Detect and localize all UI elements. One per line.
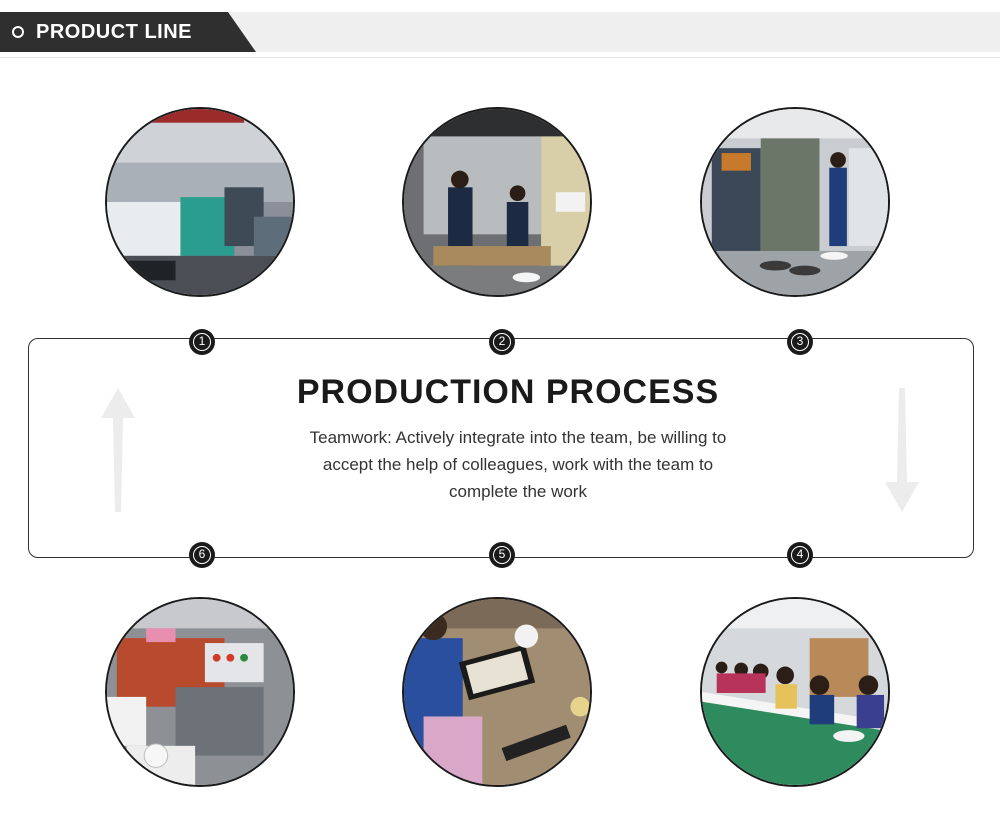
step-number: 1 [193,333,211,351]
step-number: 5 [493,546,511,564]
photo-storage-racks [700,107,890,297]
step-badge-4: 4 [787,542,813,568]
arrow-up-icon [101,388,135,512]
step-badge-6: 6 [189,542,215,568]
arrow-down-icon [885,388,919,512]
description-line: Teamwork: Actively integrate into the te… [309,428,727,447]
photo-workers-bench [402,107,592,297]
photo-packaging-machine [105,597,295,787]
step-number: 6 [193,546,211,564]
header-tab [0,12,256,52]
section-title: PRODUCT LINE [36,21,192,43]
description-line: complete the work [449,482,587,501]
ring-icon [12,26,24,38]
step-badge-2: 2 [489,329,515,355]
photo-injection-molding [105,107,295,297]
step-number: 4 [791,546,809,564]
description-line: accept the help of colleagues, work with… [322,455,714,474]
step-number: 3 [791,333,809,351]
header-divider [0,57,1000,58]
photo-assembly-line [700,597,890,787]
step-badge-1: 1 [189,329,215,355]
process-description: Teamwork: Actively integrate into the te… [258,424,778,505]
process-title: PRODUCTION PROCESS [296,373,720,411]
step-number: 2 [493,333,511,351]
step-badge-3: 3 [787,329,813,355]
step-badge-5: 5 [489,542,515,568]
photo-worker-tablet [402,597,592,787]
